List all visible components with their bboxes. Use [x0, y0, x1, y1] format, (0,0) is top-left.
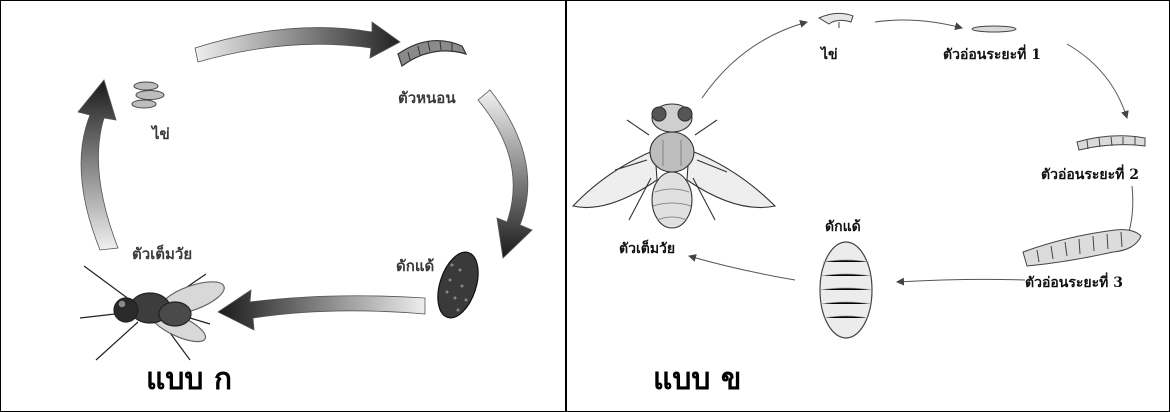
- arrow-pupa-to-adult: [689, 256, 795, 280]
- arrow-egg-to-larva: [195, 22, 400, 62]
- label-instar3: ตัวอ่อนระยะที่ 3: [1025, 272, 1123, 294]
- arrow-adult-to-egg-b: [702, 22, 807, 98]
- egg-illustration: [132, 82, 164, 108]
- arrow-adult-to-egg: [78, 80, 118, 250]
- label-adult-a: ตัวเต็มวัย: [132, 242, 192, 266]
- panel-a-diagram: [0, 0, 565, 412]
- label-egg-b: ไข่: [821, 44, 838, 66]
- label-instar1: ตัวอ่อนระยะที่ 1: [943, 44, 1041, 66]
- label-instar2: ตัวอ่อนระยะที่ 2: [1041, 164, 1139, 186]
- arrow-larva-to-pupa: [478, 90, 532, 258]
- label-larva-a: ตัวหนอน: [398, 86, 456, 110]
- arrow-instar3-to-pupa: [897, 279, 1025, 282]
- label-pupa-a: ดักแด้: [396, 254, 434, 278]
- larva-illustration: [398, 41, 466, 66]
- instar3-illustration: [1023, 230, 1141, 266]
- pupa-illustration: [430, 247, 485, 323]
- panel-b-diagram: [567, 0, 1170, 412]
- adult-fly-illustration-b: [573, 104, 775, 228]
- instar1-illustration: [972, 26, 1016, 32]
- instar2-illustration: [1077, 136, 1145, 150]
- label-adult-b: ตัวเต็มวัย: [619, 238, 675, 260]
- panel-a: ไข่ ตัวหนอน ดักแด้ ตัวเต็มวัย แบบ ก: [0, 0, 565, 412]
- panel-b: ไข่ ตัวอ่อนระยะที่ 1 ตัวอ่อนระยะที่ 2 ตั…: [567, 0, 1170, 412]
- egg-illustration-b: [819, 13, 853, 28]
- adult-fly-illustration-a: [80, 266, 228, 360]
- label-pupa-b: ดักแด้: [825, 216, 861, 238]
- arrow-instar1-to-instar2: [1067, 44, 1127, 118]
- caption-b: แบบ ข: [653, 356, 741, 403]
- arrow-pupa-to-adult: [218, 290, 425, 330]
- label-egg-a: ไข่: [152, 122, 170, 146]
- arrow-egg-to-instar1: [875, 20, 962, 28]
- caption-a: แบบ ก: [146, 356, 232, 403]
- pupa-illustration-b: [820, 242, 872, 338]
